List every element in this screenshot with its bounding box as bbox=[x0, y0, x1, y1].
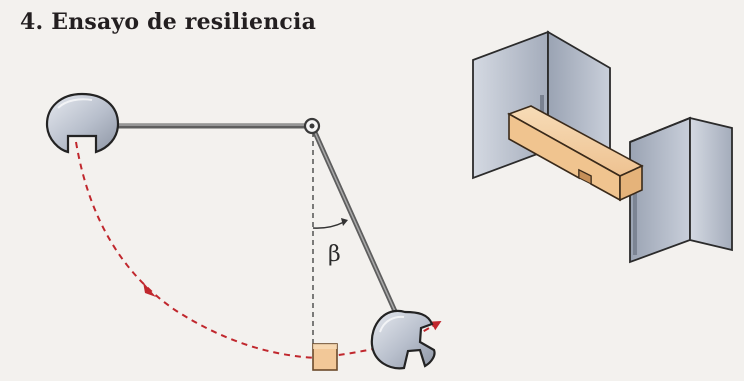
left-support-side bbox=[472, 30, 549, 180]
diagram-title: 4. Ensayo de resiliencia bbox=[20, 9, 317, 35]
right-support-side bbox=[689, 116, 733, 252]
specimen-bar-icon bbox=[507, 105, 644, 202]
angle-arc bbox=[312, 221, 345, 229]
anvil-support-illustration bbox=[472, 30, 733, 264]
pivot-icon bbox=[303, 117, 321, 135]
angle-label: β bbox=[328, 242, 341, 267]
pendulum-hammer-start-icon bbox=[45, 92, 120, 154]
swing-path bbox=[75, 141, 399, 360]
swing-direction-arrow bbox=[143, 282, 156, 297]
test-specimen-icon bbox=[312, 343, 338, 371]
pendulum-hammer-swung-icon bbox=[370, 309, 436, 370]
